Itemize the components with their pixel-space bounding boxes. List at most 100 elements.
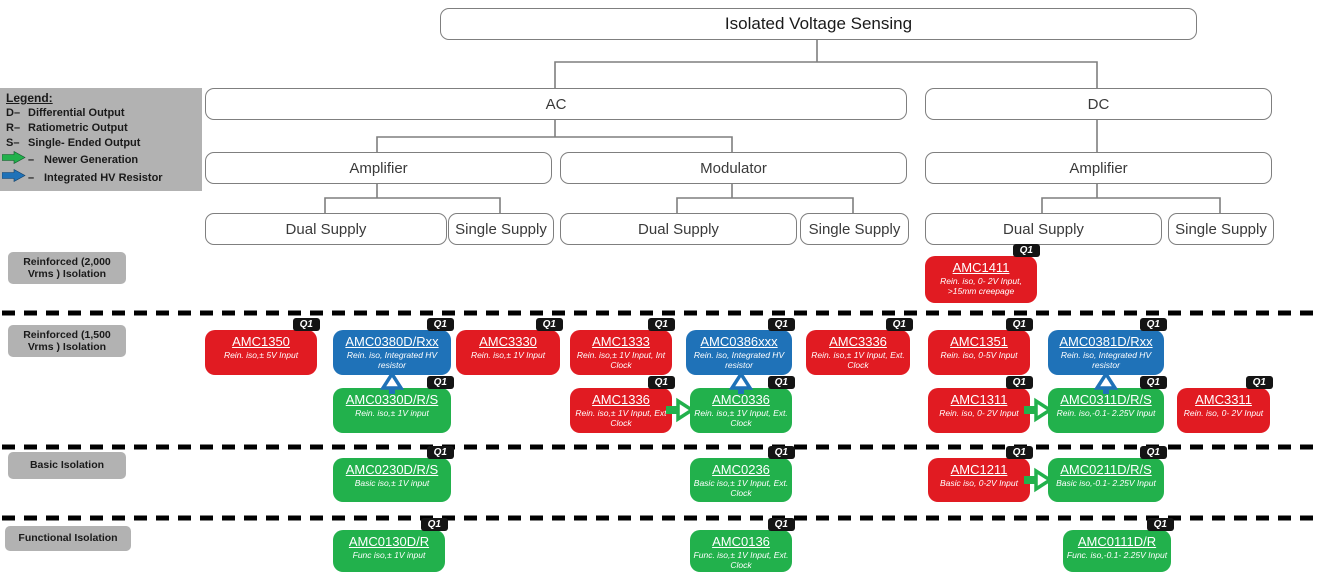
q1-badge: Q1 (1139, 318, 1167, 331)
product-amc0211d-r-s: Q1 AMC0211D/R/S Basic iso,-0.1- 2.25V In… (1048, 446, 1167, 502)
node-ac-amplifier-label: Amplifier (349, 159, 408, 177)
product-link-amc0136[interactable]: AMC0136 (712, 534, 770, 549)
product-amc1336: Q1 AMC1336 Rein. iso,± 1V Input, Ext Clo… (570, 376, 675, 433)
product-amc0136: Q1 AMC0136 Func. iso,± 1V Input, Ext. Cl… (690, 518, 795, 572)
product-desc: Func. iso,± 1V Input, Ext. Clock (693, 550, 789, 570)
product-link-amc3336[interactable]: AMC3336 (829, 334, 887, 349)
product-desc: Rein. iso,± 1V input (355, 408, 429, 418)
q1-badge: Q1 (885, 318, 913, 331)
node-ac-amp-dual-supply: Dual Supply (205, 213, 447, 245)
single-supply-label: Single Supply (808, 220, 901, 238)
product-link-amc0211d-r-s[interactable]: AMC0211D/R/S (1060, 462, 1152, 477)
legend-label-single-ended: Single- Ended Output (28, 137, 141, 149)
q1-badge: Q1 (535, 318, 563, 331)
q1-badge: Q1 (767, 446, 795, 459)
product-desc: Rein. iso, 0- 2V Input, >15mm creepage (940, 276, 1022, 296)
product-amc1333: Q1 AMC1333 Rein. iso,± 1V Input, Int Clo… (570, 318, 675, 375)
q1-badge: Q1 (426, 318, 454, 331)
q1-badge: Q1 (1005, 318, 1033, 331)
product-desc: Rein. iso,± 1V Input, Ext Clock (575, 408, 667, 428)
product-link-amc3330[interactable]: AMC3330 (479, 334, 537, 349)
product-link-amc0230d-r-s[interactable]: AMC0230D/R/S (345, 462, 439, 477)
dual-supply-label: Dual Supply (638, 220, 719, 238)
node-dc-amp-dual-supply: Dual Supply (925, 213, 1162, 245)
q1-badge: Q1 (1146, 518, 1174, 531)
product-link-amc1336[interactable]: AMC1336 (592, 392, 650, 407)
tree-connectors (324, 38, 1221, 213)
node-dc-amplifier: Amplifier (925, 152, 1272, 184)
legend-key-r: R– (6, 122, 21, 134)
q1-badge: Q1 (1245, 376, 1273, 389)
node-ac-label: AC (545, 95, 567, 113)
product-link-amc3311[interactable]: AMC3311 (1195, 392, 1252, 407)
node-ac-modulator-label: Modulator (700, 159, 767, 177)
product-amc0230d-r-s: Q1 AMC0230D/R/S Basic iso,± 1V input (333, 446, 454, 502)
row-label-functional: Functional Isolation (5, 526, 131, 551)
product-amc1311: Q1 AMC1311 Rein. iso, 0- 2V Input (928, 376, 1033, 433)
product-link-amc1311[interactable]: AMC1311 (950, 392, 1008, 407)
q1-badge: Q1 (767, 318, 795, 331)
product-amc3336: Q1 AMC3336 Rein. iso,± 1V Input, Ext. Cl… (806, 318, 913, 375)
legend-label-newer-generation: Newer Generation (44, 153, 139, 166)
product-link-amc0111d-r[interactable]: AMC0111D/R (1077, 534, 1157, 549)
q1-badge: Q1 (1012, 244, 1040, 257)
product-desc: Rein. iso, Integrated HV resistor (693, 350, 785, 370)
product-amc1411: Q1 AMC1411 Rein. iso, 0- 2V Input, >15mm… (925, 244, 1040, 303)
product-link-amc1350[interactable]: AMC1350 (232, 334, 290, 349)
q1-badge: Q1 (420, 518, 448, 531)
legend-label-differential: Differential Output (28, 107, 125, 119)
node-dc: DC (925, 88, 1272, 120)
product-link-amc1411[interactable]: AMC1411 (952, 260, 1010, 275)
q1-badge: Q1 (1139, 376, 1167, 389)
product-desc: Basic iso,-0.1- 2.25V Input (1056, 478, 1156, 488)
product-desc: Rein. iso,-0.1- 2.25V Input (1056, 408, 1156, 418)
legend-key-d: D– (6, 107, 21, 119)
q1-badge: Q1 (767, 376, 795, 389)
single-supply-label: Single Supply (455, 220, 547, 238)
node-root-label: Isolated Voltage Sensing (724, 14, 913, 33)
node-ac: AC (205, 88, 907, 120)
product-desc: Rein. iso,± 1V Input (470, 350, 546, 360)
product-desc: Rein. iso,± 1V Input, Ext. Clock (811, 350, 905, 370)
product-link-amc1211[interactable]: AMC1211 (950, 462, 1008, 477)
product-link-amc0311d-r-s[interactable]: AMC0311D/R/S (1060, 392, 1152, 407)
product-amc1351: Q1 AMC1351 Rein. iso, 0-5V Input (928, 318, 1033, 375)
node-dc-amplifier-label: Amplifier (1069, 159, 1128, 177)
product-amc0330d-r-s: Q1 AMC0330D/R/S Rein. iso,± 1V input (333, 376, 454, 433)
product-desc: Basic iso,± 1V Input, Ext. Clock (693, 478, 789, 498)
legend: Legend: D– Differential Output R– Ratiomet… (0, 88, 202, 191)
green-arrow-icon (1, 150, 28, 169)
product-amc0130d-r: Q1 AMC0130D/R Func iso,± 1V input (333, 518, 448, 572)
product-amc0111d-r: Q1 AMC0111D/R Func. iso,-0.1- 2.25V Inpu… (1063, 518, 1174, 572)
product-desc: Rein. iso, 0- 2V Input (1183, 408, 1264, 418)
legend-key-s: S– (6, 137, 20, 149)
product-link-amc0330d-r-s[interactable]: AMC0330D/R/S (345, 392, 439, 407)
product-link-amc1333[interactable]: AMC1333 (592, 334, 650, 349)
node-ac-amplifier: Amplifier (205, 152, 552, 184)
single-supply-label: Single Supply (1175, 220, 1267, 238)
legend-label-integrated-hv: Integrated HV Resistor (44, 171, 163, 184)
product-desc: Rein. iso, 0- 2V Input (939, 408, 1019, 418)
legend-key-blue: – (28, 171, 35, 184)
product-desc: Rein. iso,± 1V Input, Ext. Clock (694, 408, 788, 428)
product-amc0336: Q1 AMC0336 Rein. iso,± 1V Input, Ext. Cl… (690, 376, 795, 433)
product-link-amc0381d-rxx[interactable]: AMC0381D/Rxx (1059, 334, 1153, 349)
product-amc0381d-rxx: Q1 AMC0381D/Rxx Rein. iso, Integrated HV… (1048, 318, 1167, 375)
product-amc1350: Q1 AMC1350 Rein. iso,± 5V Input (205, 318, 320, 375)
product-link-amc0236[interactable]: AMC0236 (712, 462, 770, 477)
product-desc: Basic iso, 0-2V Input (940, 478, 1018, 488)
legend-key-green: – (28, 153, 35, 166)
blue-arrow-icon (1, 168, 28, 187)
product-amc0386xxx: Q1 AMC0386xxx Rein. iso, Integrated HV r… (686, 318, 795, 375)
product-link-amc0130d-r[interactable]: AMC0130D/R (348, 534, 430, 549)
product-link-amc1351[interactable]: AMC1351 (950, 334, 1008, 349)
product-link-amc0380d-rxx[interactable]: AMC0380D/Rxx (345, 334, 439, 349)
legend-label-ratiometric: Ratiometric Output (28, 122, 128, 134)
product-desc: Rein. iso, Integrated HV resistor (346, 350, 438, 370)
product-desc: Rein. iso,± 5V Input (223, 350, 299, 360)
q1-badge: Q1 (647, 376, 675, 389)
product-link-amc0336[interactable]: AMC0336 (712, 392, 770, 407)
legend-title: Legend: (6, 91, 53, 105)
product-link-amc0386xxx[interactable]: AMC0386xxx (700, 334, 778, 349)
